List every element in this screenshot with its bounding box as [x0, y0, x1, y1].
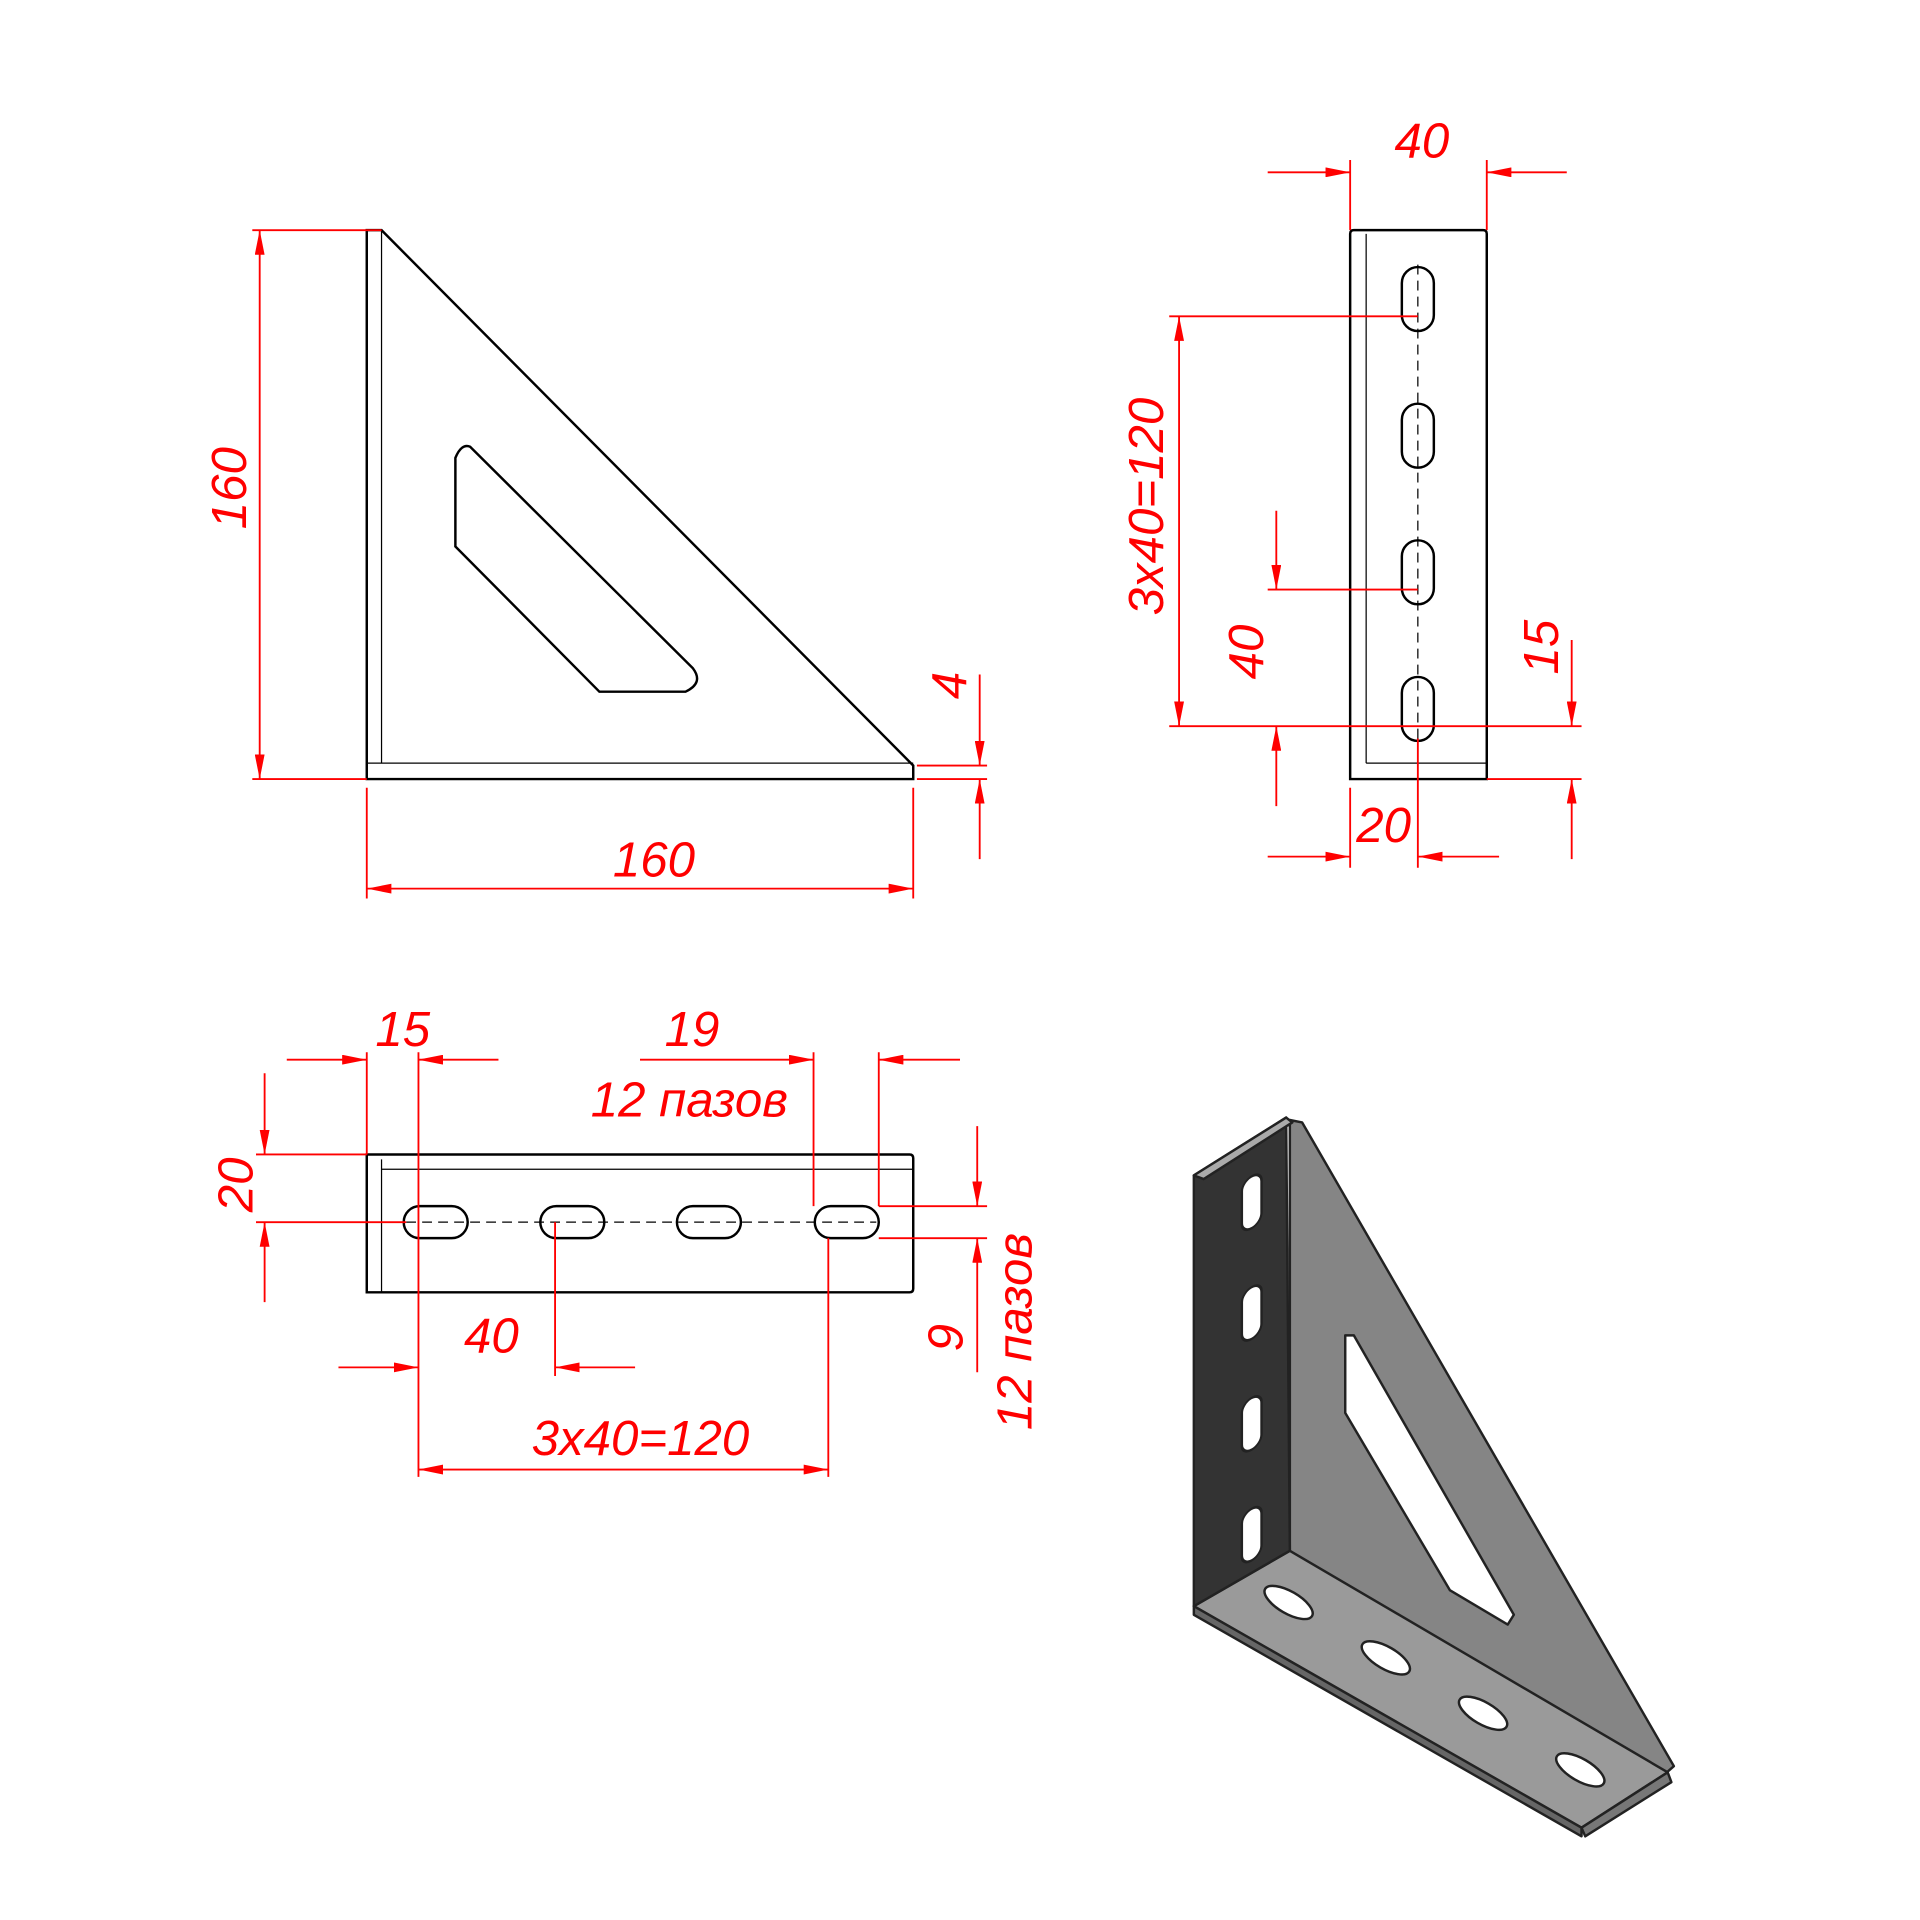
slot-width-label: 9	[918, 1324, 973, 1351]
front-view: 160 160 4	[202, 228, 988, 899]
side-width-label: 40	[1394, 114, 1449, 169]
bend-lines	[366, 230, 914, 764]
top-center-label: 20	[208, 1158, 263, 1214]
side-view: 40 3x40=120 40 15 20	[1119, 114, 1582, 868]
side-center-label: 20	[1355, 798, 1411, 853]
gusset-cutout	[454, 444, 699, 693]
side-pitch-label: 3x40=120	[1119, 398, 1174, 616]
height-label: 160	[202, 447, 257, 529]
slots-horizontal	[402, 1204, 881, 1240]
side-edge-label: 15	[1514, 619, 1569, 674]
slot-count-label-side: 12 пазов	[987, 1233, 1042, 1430]
gusset-cutout-3d	[1344, 1334, 1516, 1626]
top-view: 15 19 12 пазов 20 40 3x40=120 9 12 пазов	[208, 1002, 1042, 1477]
bracket-outline	[365, 228, 915, 781]
slot-length-label: 19	[665, 1002, 720, 1057]
top-edge-label: 15	[375, 1002, 430, 1057]
slot-count-label-top: 12 пазов	[591, 1072, 788, 1127]
thickness-label: 4	[922, 672, 977, 699]
width-label: 160	[613, 832, 695, 887]
isometric-view	[1192, 1116, 1676, 1838]
side-first-slot-label: 40	[1219, 625, 1274, 680]
slots-3d	[1240, 1173, 1606, 1788]
slots-vertical	[1400, 265, 1436, 743]
top-total-pitch-label: 3x40=120	[532, 1411, 750, 1466]
top-pitch-label: 40	[464, 1309, 519, 1364]
